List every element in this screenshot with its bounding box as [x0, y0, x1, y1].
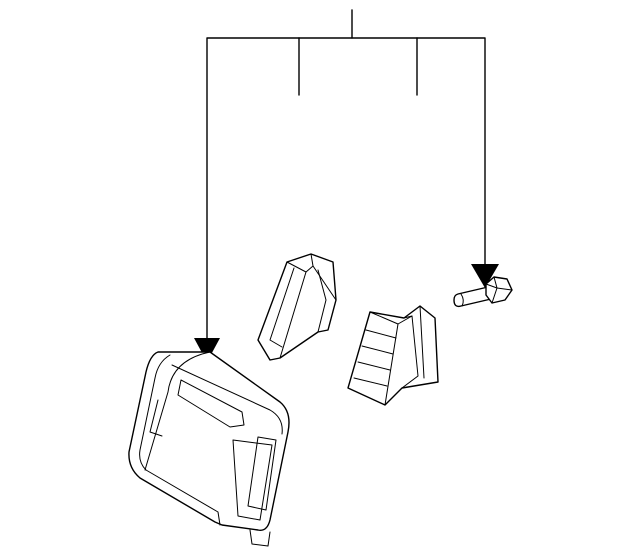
arrowhead-left [194, 338, 220, 362]
leader-lines [194, 9, 499, 362]
arrowhead-right [471, 264, 499, 288]
hinge-cover [347, 305, 439, 406]
mounting-bolt [453, 276, 513, 308]
seat-back-cover [128, 351, 290, 547]
leader-bracket [206, 37, 486, 341]
side-trim-bracket [257, 253, 337, 361]
